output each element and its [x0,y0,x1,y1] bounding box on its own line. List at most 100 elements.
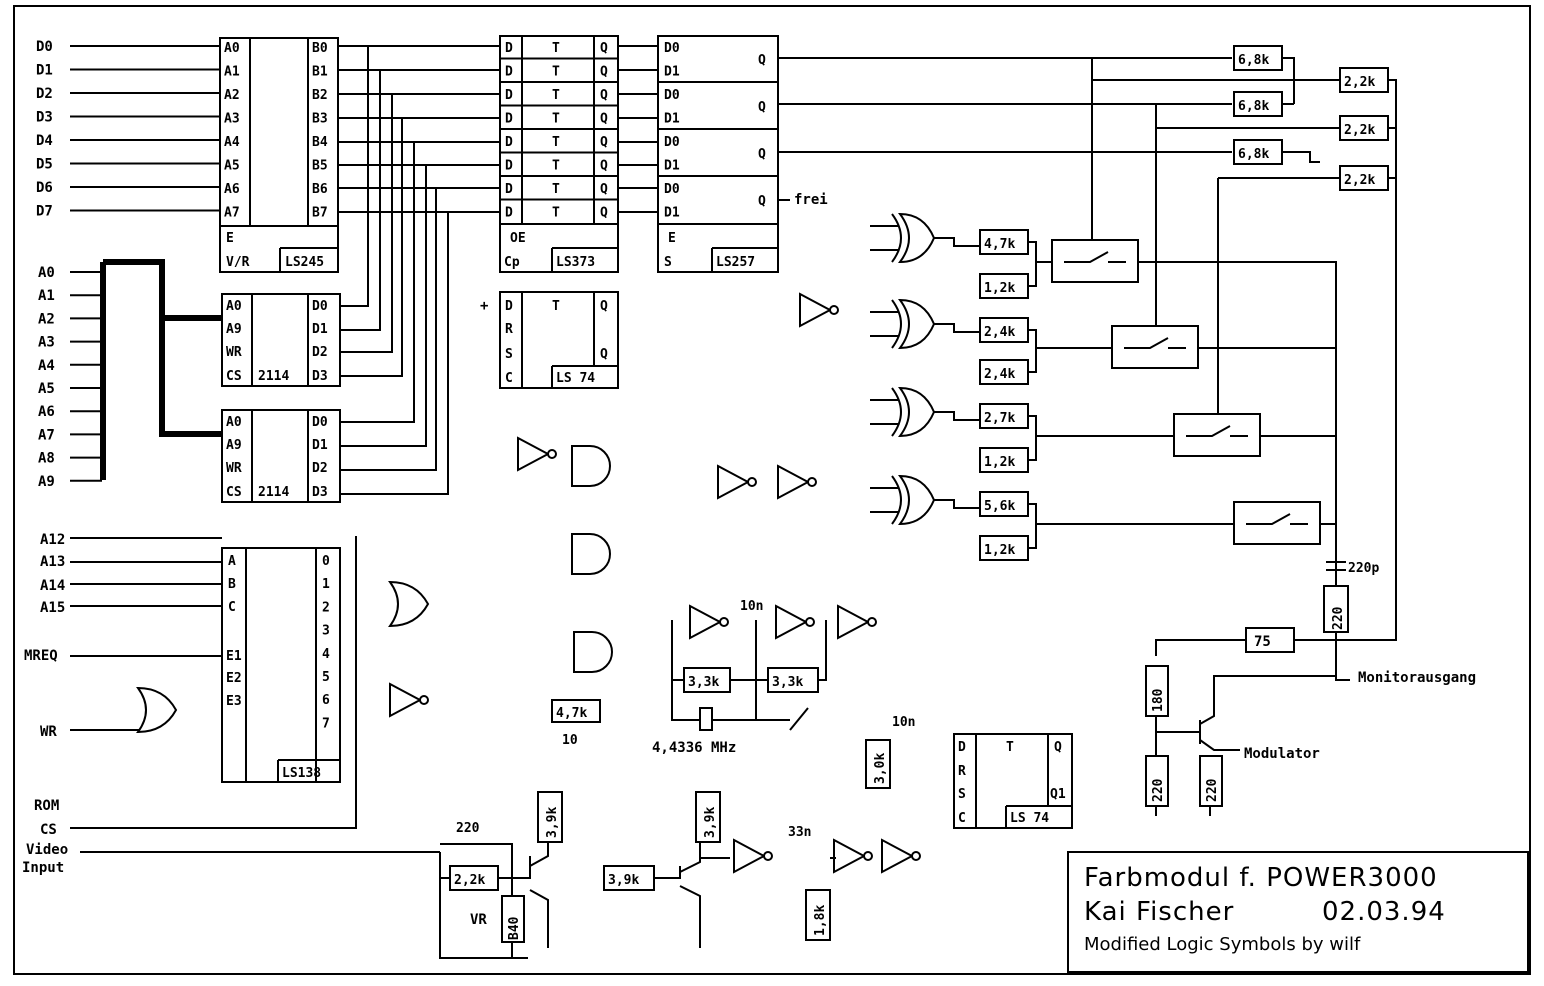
svg-text:LS257: LS257 [716,255,755,270]
data-input-label: D3 [36,110,53,126]
ls245-name: LS245 [285,255,324,270]
ls138-output-pin: 0 [322,554,330,569]
svg-text:220: 220 [1205,778,1220,802]
svg-text:A13: A13 [40,554,65,570]
svg-text:Input: Input [22,860,64,876]
ls373-t-pin: T [552,206,560,221]
resistor-value: 6,8k [1238,99,1269,114]
svg-text:B: B [228,577,236,592]
address-input-label: A3 [38,335,55,351]
resistor-value: 2,4k [984,325,1015,340]
ls245-b-pin: B4 [312,135,328,150]
ls245-b-pin: B7 [312,206,328,221]
address-input-label: A5 [38,381,55,397]
svg-text:10n: 10n [740,599,763,614]
ls138-output-pin: 4 [322,647,330,662]
ls373-d-pin: D [505,41,513,56]
ls373-t-pin: T [552,159,560,174]
resistor-value: 2,7k [984,411,1015,426]
b-bus-wires [338,45,658,495]
svg-text:2,2k: 2,2k [454,873,485,888]
svg-text:10: 10 [562,733,578,748]
ls257-d-pin: D1 [664,65,680,80]
ls373-d-pin: D [505,65,513,80]
svg-text:1,8k: 1,8k [813,905,828,936]
svg-text:WR: WR [226,461,242,476]
ls257-d-pin: D0 [664,41,680,56]
data-input-label: D4 [36,133,53,149]
inverter-gate [733,838,767,874]
ls245-a-pin: A4 [224,135,240,150]
svg-text:3,9k: 3,9k [608,873,639,888]
ls257-q-pin: Q [758,53,766,68]
svg-text:ROM: ROM [34,798,59,814]
ls373-d-pin: D [505,182,513,197]
address-input-label: A9 [38,474,55,490]
chip-2114-lower: A0 A9 WR CS 2114 D0 D1 D2 D3 [221,409,341,503]
ls373-d-pin: D [505,88,513,103]
svg-text:B40: B40 [507,916,522,940]
svg-text:T: T [1006,740,1014,755]
svg-text:D1: D1 [312,438,328,453]
svg-text:D0: D0 [312,299,328,314]
svg-text:3,9k: 3,9k [545,807,560,838]
title-block: Farbmodul f. POWER3000 Kai Fischer 02.03… [1067,851,1529,973]
ls138-output-pin: 3 [322,624,330,639]
data-input-label: D7 [36,204,53,220]
ls245-b-pin: B0 [312,41,328,56]
svg-text:R: R [958,764,966,779]
or-gate [136,686,178,734]
chip-ls74-lower: D T Q R S C Q1 LS 74 [953,733,1073,829]
ls373-q-pin: Q [600,206,608,221]
inverter-gate [833,838,867,874]
address-input-label: A8 [38,451,55,467]
chip-ls74-upper: D T Q R S C Q LS 74 + [480,291,619,389]
resistor [1233,139,1283,165]
ls245-a-pin: A5 [224,159,240,174]
ls138-output-pin: 7 [322,716,330,731]
svg-text:S: S [664,255,672,270]
ls138-output-pin: 5 [322,670,330,685]
resistor-value: 6,8k [1238,53,1269,68]
resistor-value: 6,8k [1238,147,1269,162]
svg-text:R: R [505,322,513,337]
svg-text:220: 220 [1331,606,1346,630]
ls373-t-pin: T [552,112,560,127]
ls373-q-pin: Q [600,159,608,174]
resistor-value: 4,7k [984,237,1015,252]
svg-text:CS: CS [226,485,242,500]
resistor [1233,45,1283,71]
svg-text:+: + [480,298,488,314]
ls245-vr-pin: V/R [226,255,250,270]
inverter-gate [881,838,915,874]
svg-text:220: 220 [456,821,480,836]
ls245-b-pin: B2 [312,88,328,103]
svg-text:LS 74: LS 74 [1010,811,1049,826]
data-input-label: D1 [36,63,53,79]
resistor-value: 1,2k [984,455,1015,470]
resistor [979,403,1029,429]
svg-text:3,3k: 3,3k [688,675,719,690]
resistor-value: 2,2k [1344,173,1375,188]
svg-text:A0: A0 [226,299,242,314]
xor-gate [898,474,936,526]
svg-text:LS138: LS138 [282,766,321,781]
address-input-label: A7 [38,427,55,443]
ls373-t-pin: T [552,182,560,197]
svg-text:D3: D3 [312,485,328,500]
modulator-output: Modulator [1244,746,1320,762]
ls138-output-pin: 6 [322,693,330,708]
resistor-value: 5,6k [984,499,1015,514]
or-gate [388,580,430,628]
svg-text:D0: D0 [312,415,328,430]
svg-text:A0: A0 [226,415,242,430]
xor-gate [898,298,936,350]
svg-text:LS373: LS373 [556,255,595,270]
svg-text:A14: A14 [40,578,65,594]
ls257-d-pin: D0 [664,182,680,197]
ls373-d-pin: D [505,112,513,127]
svg-text:Q: Q [600,299,608,314]
svg-text:A12: A12 [40,532,65,548]
